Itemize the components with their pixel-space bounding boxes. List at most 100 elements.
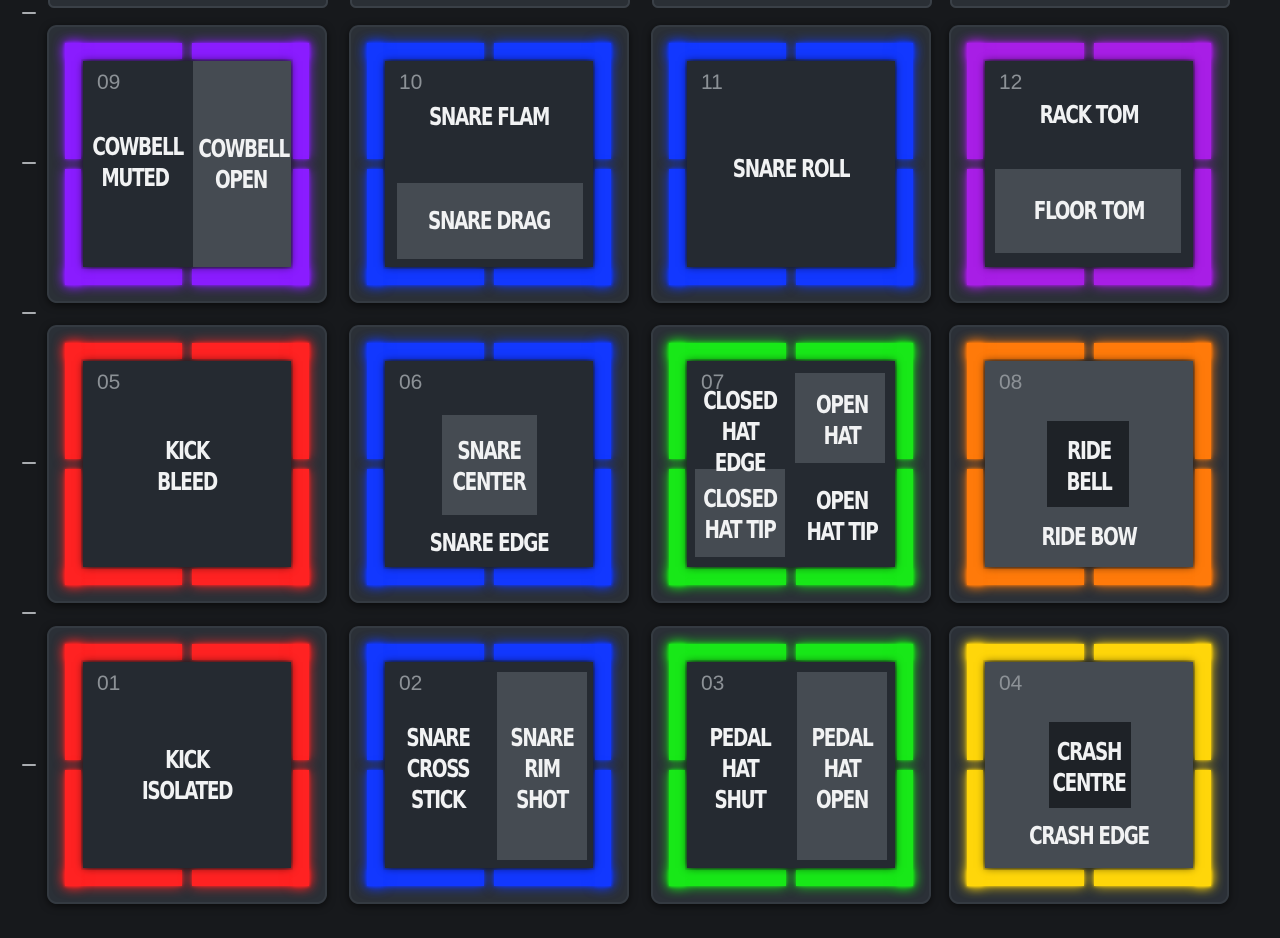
pad-light-segment (192, 269, 309, 285)
pad-light-segment (65, 644, 182, 660)
pad-light-segment (293, 43, 309, 159)
pad-08[interactable]: 08 RIDE BELL RIDE BOW (949, 325, 1229, 603)
pad-light-segment (367, 169, 383, 285)
pad-light-segment (897, 43, 913, 159)
pedal-hat-open-label: PEDAL HAT OPEN (811, 723, 874, 814)
side-tick-marker (22, 764, 36, 766)
pad-light-segment (192, 569, 309, 585)
closed-hat-tip-label: CLOSED HAT TIP (703, 484, 778, 544)
pad-row-above[interactable] (350, 0, 630, 8)
pad-light-segment (367, 770, 383, 886)
pad-light-segment (1195, 770, 1211, 886)
pad-light-segment (967, 870, 1084, 886)
pad-light-segment (796, 870, 913, 886)
pad-light-segment (65, 644, 81, 760)
pad-number: 11 (701, 71, 723, 94)
snare-drag-label: SNARE DRAG (427, 206, 551, 235)
pad-number: 01 (97, 672, 121, 695)
pad-09[interactable]: 09 COWBELL MUTED COWBELL OPEN (47, 25, 327, 303)
pad-light-segment (65, 770, 81, 886)
pad-light-segment (967, 770, 983, 886)
pedal-hat-open-zone[interactable] (797, 672, 887, 860)
pad-02[interactable]: 02 SNARE CROSS STICK SNARE RIM SHOT (349, 626, 629, 904)
pad-light-segment (293, 770, 309, 886)
pad-light-segment (897, 644, 913, 760)
pad-face: 08 RIDE BELL RIDE BOW (985, 361, 1193, 567)
snare-center-zone[interactable] (442, 415, 537, 515)
pad-light-segment (595, 169, 611, 285)
pad-light-segment (293, 644, 309, 760)
pad-light-segment (192, 343, 309, 359)
pad-number: 12 (999, 71, 1023, 94)
ride-bell-zone[interactable] (1047, 421, 1129, 507)
pad-light-segment (65, 269, 182, 285)
open-hat-zone[interactable] (795, 373, 885, 463)
pad-05[interactable]: 05 KICK BLEED (47, 325, 327, 603)
snare-rim-shot-label: SNARE RIM SHOT (510, 723, 575, 814)
pad-04[interactable]: 04 CRASH CENTRE CRASH EDGE (949, 626, 1229, 904)
pad-light-segment (967, 644, 1084, 660)
pad-face: 11 SNARE ROLL (687, 61, 895, 267)
floor-tom-label: FLOOR TOM (1033, 196, 1146, 225)
pad-light-segment (367, 269, 484, 285)
pad-07[interactable]: 07 CLOSED HAT EDGE OPEN HAT CLOSED HAT T… (651, 325, 931, 603)
pad-light-segment (595, 43, 611, 159)
snare-edge-label: SNARE EDGE (429, 528, 550, 557)
pad-light-segment (367, 343, 484, 359)
floor-tom-zone[interactable] (995, 169, 1181, 253)
pad-number: 09 (97, 71, 121, 94)
pad-light-segment (669, 343, 786, 359)
cowbell-open-zone[interactable] (193, 61, 291, 267)
crash-centre-zone[interactable] (1049, 722, 1131, 808)
pad-light-segment (669, 469, 685, 585)
closed-hat-edge-label: CLOSED HAT EDGE (703, 386, 778, 477)
pad-11[interactable]: 11 SNARE ROLL (651, 25, 931, 303)
pad-light-segment (967, 343, 983, 459)
pad-01[interactable]: 01 KICK ISOLATED (47, 626, 327, 904)
snare-cross-stick-label: SNARE CROSS STICK (406, 723, 471, 814)
pad-face: 09 COWBELL MUTED COWBELL OPEN (83, 61, 291, 267)
pad-light-segment (967, 43, 1084, 59)
pad-light-segment (494, 43, 611, 59)
pad-light-segment (494, 870, 611, 886)
pad-03[interactable]: 03 PEDAL HAT SHUT PEDAL HAT OPEN (651, 626, 931, 904)
pad-light-segment (65, 43, 81, 159)
pad-light-segment (367, 569, 484, 585)
pad-light-segment (669, 569, 786, 585)
pad-number: 05 (97, 371, 121, 394)
side-tick-marker (22, 312, 36, 314)
pad-face: 07 CLOSED HAT EDGE OPEN HAT CLOSED HAT T… (687, 361, 895, 567)
pad-10[interactable]: 10 SNARE FLAM SNARE DRAG (349, 25, 629, 303)
pad-light-segment (669, 644, 685, 760)
snare-drag-zone[interactable] (397, 183, 583, 259)
pad-light-segment (897, 169, 913, 285)
pad-light-segment (293, 469, 309, 585)
ride-bell-label: RIDE BELL (1066, 436, 1113, 496)
pad-06[interactable]: 06 SNARE CENTER SNARE EDGE (349, 325, 629, 603)
pad-row-above[interactable] (48, 0, 328, 8)
pad-face: 10 SNARE FLAM SNARE DRAG (385, 61, 593, 267)
pad-light-segment (65, 469, 81, 585)
pad-number: 10 (399, 71, 423, 94)
snare-rim-shot-zone[interactable] (497, 672, 587, 860)
pad-light-segment (897, 469, 913, 585)
pad-light-segment (1195, 43, 1211, 159)
pad-light-segment (65, 870, 182, 886)
pad-light-segment (669, 343, 685, 459)
pad-12[interactable]: 12 RACK TOM FLOOR TOM (949, 25, 1229, 303)
pad-number: 08 (999, 371, 1023, 394)
pad-light-segment (796, 569, 913, 585)
pad-light-segment (967, 569, 1084, 585)
pad-row-above[interactable] (652, 0, 932, 8)
pad-light-segment (669, 169, 685, 285)
pad-row-above[interactable] (950, 0, 1230, 8)
pad-number: 02 (399, 672, 423, 695)
pad-light-segment (1195, 169, 1211, 285)
pad-light-segment (367, 43, 484, 59)
closed-hat-tip-zone[interactable] (695, 469, 785, 557)
pad-light-segment (967, 43, 983, 159)
pad-light-segment (65, 343, 182, 359)
pad-face: 01 KICK ISOLATED (83, 662, 291, 868)
pad-light-segment (65, 569, 182, 585)
pad-light-segment (967, 269, 1084, 285)
